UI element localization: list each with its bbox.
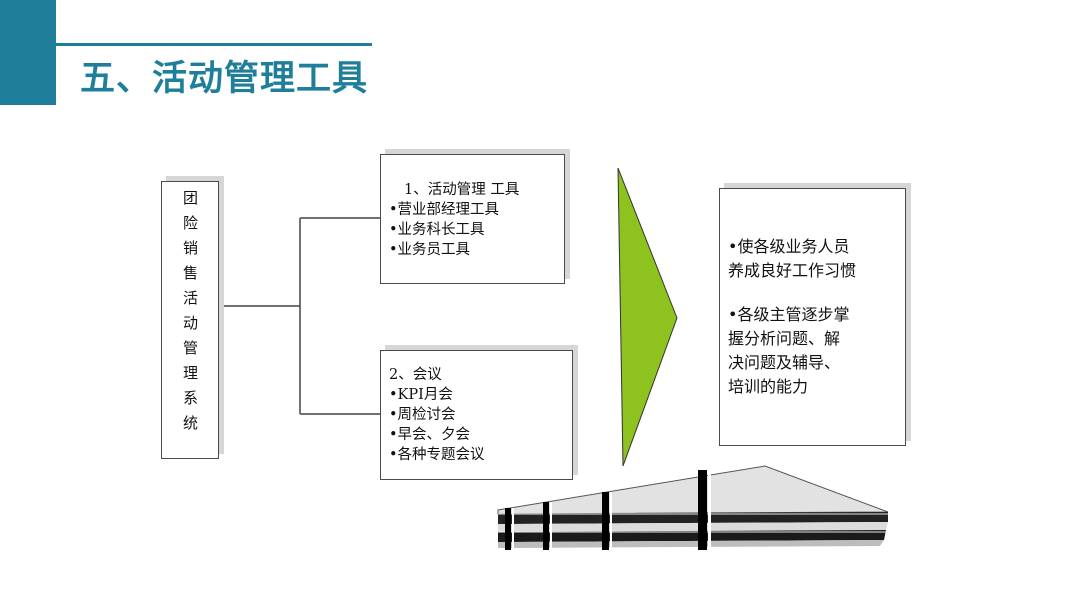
branch-item: •各种专题会议 (389, 447, 485, 463)
big-arrow (617, 167, 678, 467)
page-title: 五、活动管理工具 (80, 59, 369, 99)
result-box: •使各级业务人员 养成良好工作习惯 •各级主管逐步掌 握分析问题、解 决问题及辅… (719, 188, 906, 446)
branch-item: •业务科长工具 (389, 222, 485, 238)
result-line: 决问题及辅导、 (728, 353, 841, 372)
title-rule (56, 43, 372, 46)
branch-heading: 1、活动管理 工具 (404, 182, 520, 198)
root-label: 团险销售活动管理系统 (181, 190, 199, 440)
branch-heading: 2、会议 (389, 367, 442, 383)
branch-box-tools: 1、活动管理 工具 •营业部经理工具 •业务科长工具 •业务员工具 (380, 154, 565, 284)
result-line: •各级主管逐步掌 (728, 305, 850, 324)
building-icon (497, 465, 889, 550)
connector-lines (217, 217, 380, 415)
branch-item: •业务员工具 (389, 242, 471, 258)
paragraph-gap (728, 283, 856, 303)
branch-item: •周检讨会 (389, 407, 456, 423)
branch-item: •早会、夕会 (389, 427, 471, 443)
root-box: 团险销售活动管理系统 (161, 181, 219, 459)
result-line: 培训的能力 (728, 377, 809, 396)
header-accent-block (0, 0, 56, 105)
result-line: 握分析问题、解 (728, 329, 841, 348)
result-line: •使各级业务人员 (728, 237, 850, 256)
branch-item: •KPI月会 (389, 387, 453, 403)
branch-box-meetings: 2、会议 •KPI月会 •周检讨会 •早会、夕会 •各种专题会议 (380, 350, 573, 480)
branch-item: •营业部经理工具 (389, 202, 500, 218)
result-line: 养成良好工作习惯 (728, 261, 857, 280)
